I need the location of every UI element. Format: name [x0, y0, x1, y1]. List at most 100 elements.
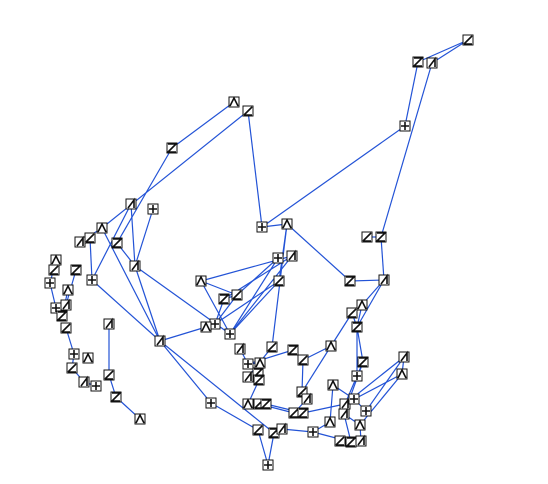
graph-node [62, 284, 74, 296]
graph-node [68, 348, 80, 360]
node-glyph [229, 96, 239, 107]
node-glyph [166, 143, 178, 153]
graph-node [90, 380, 102, 392]
graph-edge [159, 340, 275, 434]
graph-node [134, 413, 146, 425]
node-glyph [335, 436, 345, 446]
graph-node [360, 405, 372, 417]
graph-edge [356, 326, 364, 363]
graph-node [375, 231, 387, 243]
node-glyph [131, 259, 139, 271]
graph-node [334, 435, 346, 447]
node-glyph [258, 223, 266, 231]
graph-edge [91, 279, 161, 342]
node-glyph [267, 342, 277, 352]
graph-node [396, 368, 408, 380]
node-glyph [232, 290, 242, 300]
node-glyph [412, 57, 424, 67]
graph-node [256, 221, 268, 233]
graph-edge [229, 255, 293, 335]
node-glyph [298, 355, 308, 365]
graph-node [224, 328, 236, 340]
graph-edge [214, 280, 280, 325]
graph-node [354, 419, 366, 431]
graph-node [66, 362, 78, 374]
graph-node [288, 407, 300, 419]
graph-node [82, 352, 94, 364]
graph-node [50, 254, 62, 266]
node-glyph [127, 197, 135, 209]
graph-node [351, 370, 363, 382]
graph-node [351, 321, 363, 333]
graph-edge [349, 279, 385, 282]
graph-node [70, 264, 82, 276]
graph-node [262, 459, 274, 471]
node-glyph [70, 265, 82, 275]
node-glyph [236, 342, 244, 354]
graph-node [273, 275, 285, 287]
node-glyph [353, 372, 361, 380]
node-glyph [274, 276, 284, 286]
graph-node [324, 416, 336, 428]
node-glyph [105, 317, 113, 329]
node-glyph [76, 235, 84, 247]
graph-node [74, 235, 86, 248]
graph-edge [404, 61, 419, 127]
graph-node [56, 310, 68, 322]
node-glyph [207, 399, 215, 407]
node-glyph [328, 379, 338, 390]
graph-node [266, 341, 278, 353]
node-glyph [345, 437, 357, 447]
graph-edge [302, 403, 346, 414]
graph-node [260, 398, 272, 410]
graph-node [301, 392, 313, 405]
graph-node [355, 434, 367, 447]
node-glyph [400, 350, 408, 362]
graph-node [462, 34, 474, 46]
graph-node [218, 293, 230, 305]
node-glyph [85, 233, 95, 243]
graph-edge [359, 373, 403, 426]
graph-edge [200, 280, 231, 335]
node-glyph [326, 340, 336, 351]
node-glyph [287, 345, 299, 355]
graph-edge [417, 39, 469, 63]
node-glyph [63, 284, 73, 295]
node-glyph [463, 35, 473, 45]
node-glyph [401, 122, 409, 130]
graph-node [378, 273, 390, 286]
graph-node [86, 274, 98, 286]
graph-node [200, 321, 212, 333]
node-glyph [253, 375, 265, 385]
graph-node [344, 275, 356, 287]
node-glyph [347, 308, 357, 318]
node-glyph [97, 222, 107, 233]
node-glyph [211, 320, 219, 328]
graph-node [276, 422, 288, 435]
graph-edge [200, 280, 238, 296]
node-glyph [52, 304, 60, 312]
graph-edge [236, 257, 279, 296]
node-glyph [62, 298, 70, 310]
graph-edge [130, 203, 136, 267]
node-glyph [288, 249, 296, 261]
graph-node [48, 264, 60, 276]
graph-node [242, 398, 254, 410]
node-glyph [92, 382, 100, 390]
graph-node [103, 317, 115, 330]
node-glyph [325, 416, 335, 427]
graph-node [50, 302, 62, 314]
node-glyph [243, 106, 253, 116]
node-glyph [264, 461, 272, 469]
graph-edge [210, 402, 259, 431]
graph-edge [261, 125, 406, 228]
node-layer [44, 34, 474, 471]
graph-edge [286, 223, 351, 282]
node-glyph [253, 425, 263, 435]
node-glyph [351, 322, 363, 332]
node-glyph [243, 398, 253, 409]
node-glyph [61, 323, 71, 333]
graph-edge [159, 326, 207, 342]
graph-node [78, 375, 90, 388]
